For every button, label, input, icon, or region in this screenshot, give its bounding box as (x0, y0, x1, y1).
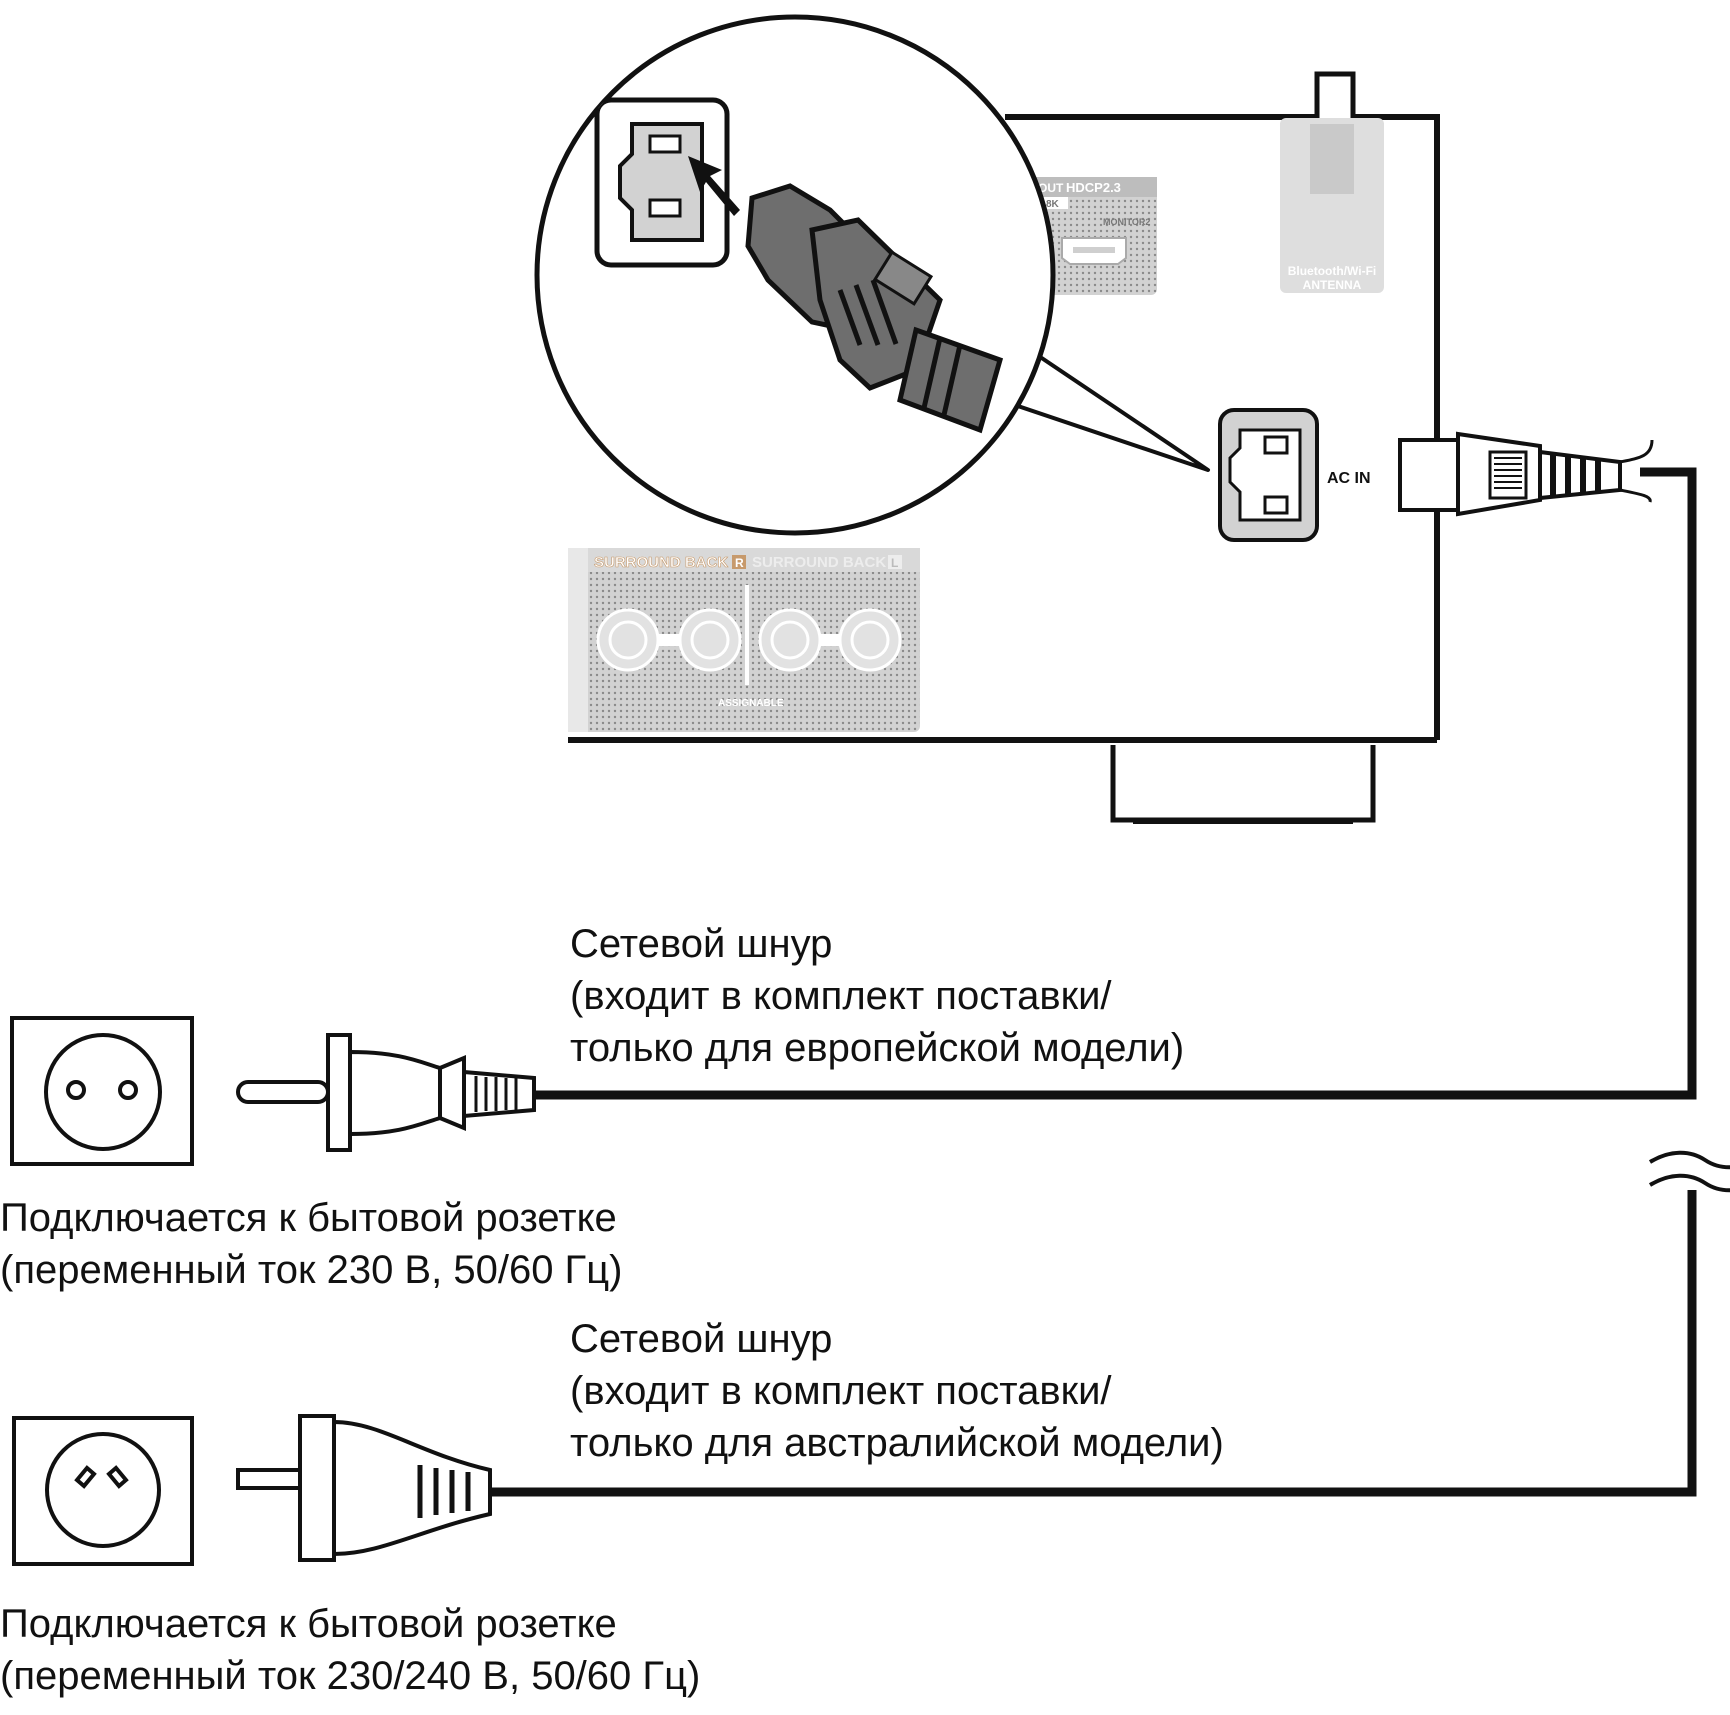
svg-text:R: R (735, 556, 744, 570)
svg-text:ASSIGNABLE: ASSIGNABLE (718, 698, 784, 709)
au-outlet-icon (12, 1416, 194, 1566)
eu-outlet-line2: (переменный ток 230 В, 50/60 Гц) (0, 1248, 623, 1292)
iec-plug-closeup-icon (745, 183, 1004, 434)
au-outlet-line1: Подключается к бытовой розетке (0, 1602, 617, 1646)
surround-back-terminals: SURROUND BACK R SURROUND BACK L ASSIGNAB… (568, 548, 920, 732)
svg-text:SURROUND BACK: SURROUND BACK (752, 554, 886, 571)
eu-cord-caption: Сетевой шнур (входит в комплект поставки… (570, 918, 1184, 1074)
iec-plug-inserted-icon (1398, 431, 1654, 517)
eu-cord-note-line1: (входит в комплект поставки/ (570, 974, 1112, 1018)
power-cord-line (485, 467, 1697, 1497)
receiver-rear-panel: Bluetooth/Wi-Fi ANTENNA OUT HDCP2.3 8K M… (568, 71, 1654, 824)
au-cord-caption: Сетевой шнур (входит в комплект поставки… (570, 1313, 1224, 1469)
insert-arrow-icon (688, 156, 740, 216)
eu-cord-note-line2: только для европейской модели) (570, 1026, 1185, 1070)
au-cord-note-line2: только для австралийской модели) (570, 1421, 1224, 1465)
svg-text:SURROUND BACK: SURROUND BACK (594, 554, 728, 571)
eu-cord-title: Сетевой шнур (570, 922, 833, 966)
eu-outlet-icon (10, 1016, 194, 1166)
eu-outlet-line1: Подключается к бытовой розетке (0, 1196, 617, 1240)
svg-text:MONITOR2: MONITOR2 (1103, 217, 1150, 227)
svg-text:8K: 8K (1046, 199, 1060, 210)
hdmi-monitor2-jack: OUT HDCP2.3 8K MONITOR2 (1035, 177, 1157, 295)
antenna-icon: Bluetooth/Wi-Fi ANTENNA (1280, 71, 1384, 293)
au-plug-icon (236, 1414, 492, 1562)
svg-text:ANTENNA: ANTENNA (1303, 278, 1362, 292)
au-outlet-line2: (переменный ток 230/240 В, 50/60 Гц) (0, 1654, 701, 1698)
ac-in-socket (1218, 408, 1319, 542)
ac-in-label: AC IN (1327, 470, 1371, 487)
svg-text:OUT: OUT (1038, 181, 1064, 195)
svg-text:L: L (891, 556, 898, 570)
eu-plug-icon (236, 1033, 536, 1152)
au-cord-title: Сетевой шнур (570, 1317, 833, 1361)
eu-outlet-caption: Подключается к бытовой розетке (переменн… (0, 1192, 622, 1296)
zoom-callout (534, 14, 1210, 536)
antenna-label: Bluetooth/Wi-Fi (1288, 264, 1377, 278)
au-outlet-caption: Подключается к бытовой розетке (переменн… (0, 1598, 700, 1702)
hdcp-label: HDCP2.3 (1066, 180, 1121, 195)
cable-break-icon (1648, 1150, 1730, 1193)
au-cord-note-line1: (входит в комплект поставки/ (570, 1369, 1112, 1413)
